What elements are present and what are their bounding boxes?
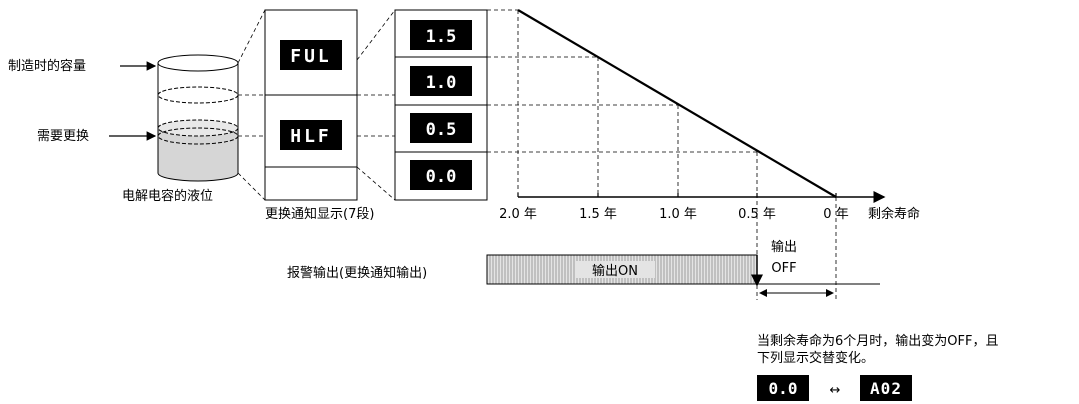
half-display-text: HLF (290, 126, 332, 147)
tick-label-1-0: 1.0 年 (659, 207, 697, 222)
alternate-arrow-icon: ↔ (830, 383, 841, 398)
year-display-box: 1.5 1.0 0.5 0.0 (394, 9, 488, 201)
projection-lines-mid (356, 9, 396, 201)
status-display-box: FUL HLF (264, 9, 358, 201)
alt-display-panel-1 (757, 375, 809, 401)
year-display-panel-1 (410, 20, 472, 50)
life-decline-line (517, 9, 837, 198)
tick-label-0-5: 0.5 年 (738, 207, 776, 222)
capacity-at-mfg-label: 制造时的容量 (8, 58, 86, 74)
output-on-label: 输出ON (592, 263, 638, 279)
alt-display-text-1: 0.0 (769, 379, 798, 398)
alt-display-panel-2 (860, 375, 912, 401)
output-on-label-bg (575, 261, 655, 278)
level-lines (487, 9, 757, 153)
tick-label-1-5: 1.5 年 (579, 207, 617, 222)
year-display-text-1: 1.5 (426, 27, 457, 47)
year-display-panel-4 (410, 160, 472, 190)
year-display-text-2: 1.0 (426, 73, 457, 93)
note-line-1: 当剩余寿命为6个月时，输出变为OFF，且 (757, 333, 998, 349)
remaining-life-label: 剩余寿命 (868, 206, 920, 222)
alarm-output-label: 报警输出(更换通知输出) (287, 265, 427, 281)
projection-lines-left (237, 9, 266, 201)
capacitor-cylinder (157, 54, 239, 182)
vertical-guide-lines (517, 10, 837, 300)
full-display-panel (280, 40, 342, 70)
note-line-2: 下列显示交替变化。 (757, 350, 874, 366)
needs-replacement-label: 需要更换 (37, 129, 89, 144)
axis-ticks (517, 193, 837, 197)
output-off-label-2: OFF (771, 261, 796, 276)
tick-label-2-0: 2.0 年 (499, 207, 537, 222)
output-off-label-1: 输出 (771, 239, 797, 255)
year-display-text-3: 0.5 (426, 120, 457, 140)
notice-display-label: 更换通知显示(7段) (265, 206, 374, 222)
year-display-text-4: 0.0 (426, 167, 457, 187)
year-display-panel-2 (410, 66, 472, 96)
full-display-text: FUL (290, 46, 332, 67)
year-display-panel-3 (410, 113, 472, 143)
capacitor-level-label: 电解电容的液位 (122, 188, 213, 204)
tick-label-0: 0 年 (823, 207, 848, 222)
half-display-panel (280, 120, 342, 150)
alt-display-text-2: A02 (870, 379, 902, 398)
